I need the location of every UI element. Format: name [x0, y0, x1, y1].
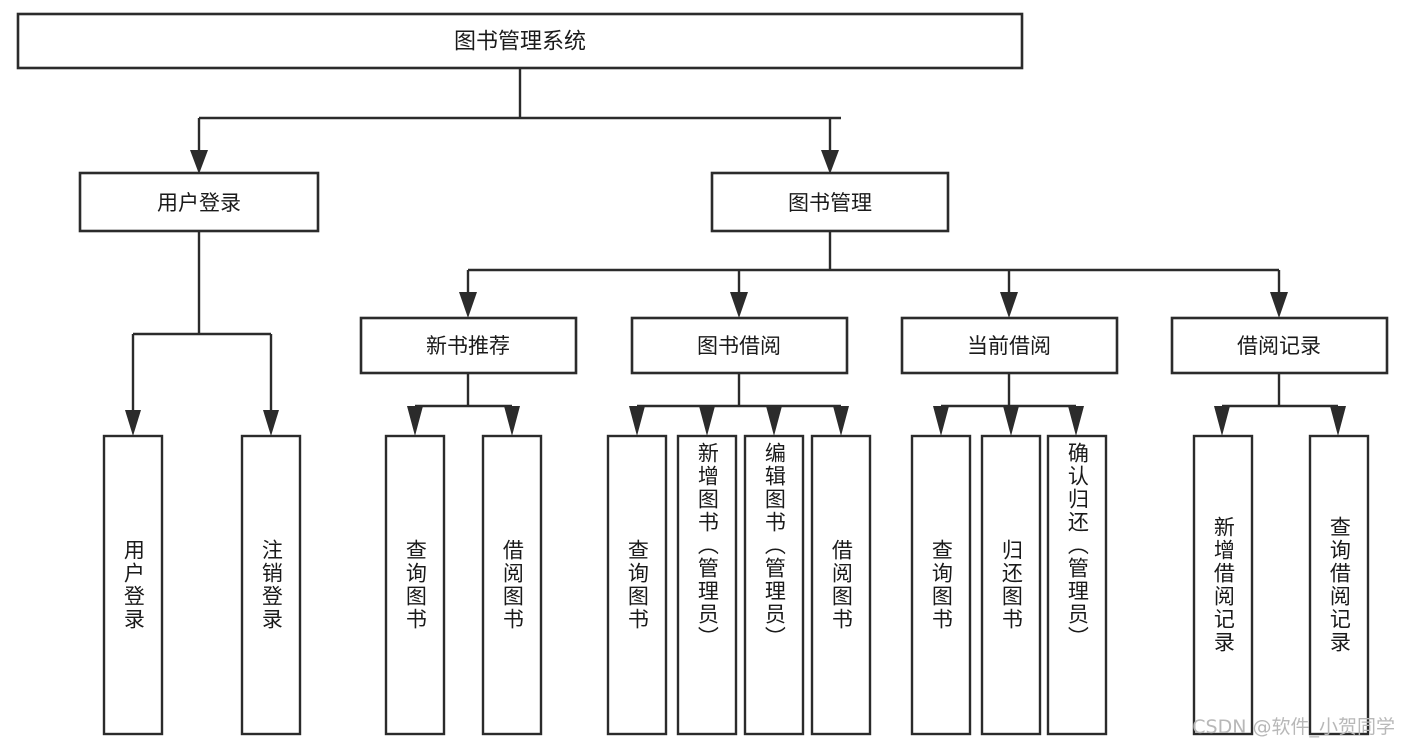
arrow-head-record-b1: [1214, 406, 1230, 436]
arrow-head-borrow-b3: [766, 406, 782, 436]
node-level3-record-box[interactable]: [1170, 316, 1389, 375]
arrow-head-current-b3: [1068, 406, 1084, 436]
leaf-box-1[interactable]: [240, 434, 302, 736]
leaf-box-12[interactable]: [1308, 434, 1370, 736]
arrow-head-root-to-bookmgmt: [821, 150, 839, 174]
arrow-head-borrow-b1: [629, 406, 645, 436]
node-level3-borrow-box[interactable]: [630, 316, 849, 375]
node-level3-newbook-label: 新书推荐: [426, 334, 510, 358]
arrow-head-login-b1: [125, 410, 141, 436]
arrow-head-borrow-b4: [833, 406, 849, 436]
arrow-head-borrow-b2: [699, 406, 715, 436]
node-root-box[interactable]: [16, 12, 1024, 70]
arrow-head-record-b2: [1330, 406, 1346, 436]
node-level2-login-label: 用户登录: [157, 191, 241, 215]
node-level3-current-box[interactable]: [900, 316, 1119, 375]
arrow-head-bookmgmt-c1: [459, 292, 477, 318]
arrow-head-bookmgmt-c3: [1000, 292, 1018, 318]
connector-group-borrow: [629, 373, 849, 436]
arrow-head-current-b1: [933, 406, 949, 436]
connector-group-login: [125, 231, 279, 436]
leaf-box-4[interactable]: [606, 434, 668, 736]
arrow-head-bookmgmt-c4: [1270, 292, 1288, 318]
node-root-label: 图书管理系统: [454, 30, 586, 55]
node-level3-newbook-box[interactable]: [359, 316, 578, 375]
leaf-box-8[interactable]: [910, 434, 972, 736]
connector-group-root: [190, 68, 841, 174]
connector-group-newbook: [407, 373, 520, 436]
leaf-box-6[interactable]: [743, 434, 805, 736]
arrow-head-newbook-b2: [504, 406, 520, 436]
node-level2-bookmgmt-label: 图书管理: [788, 191, 872, 215]
leaf-box-11[interactable]: [1192, 434, 1254, 736]
node-level2-bookmgmt-box[interactable]: [710, 171, 950, 233]
leaf-box-7[interactable]: [810, 434, 872, 736]
node-level3-record-label: 借阅记录: [1237, 334, 1321, 358]
connector-group-record: [1214, 373, 1346, 436]
leaf-box-3[interactable]: [481, 434, 543, 736]
arrow-head-bookmgmt-c2: [730, 292, 748, 318]
arrow-head-root-to-login: [190, 150, 208, 174]
leaf-box-0[interactable]: [102, 434, 164, 736]
arrow-head-newbook-b1: [407, 406, 423, 436]
connector-group-bookmgmt: [459, 231, 1288, 318]
connector-group-current: [933, 373, 1084, 436]
node-level2-login-box[interactable]: [78, 171, 320, 233]
arrow-head-current-b2: [1003, 406, 1019, 436]
node-level3-current-label: 当前借阅: [967, 334, 1051, 358]
node-level3-borrow-label: 图书借阅: [697, 334, 781, 358]
arrow-head-login-b2: [263, 410, 279, 436]
leaf-box-5[interactable]: [676, 434, 738, 736]
leaf-box-9[interactable]: [980, 434, 1042, 736]
leaf-box-10[interactable]: [1046, 434, 1108, 736]
leaf-box-2[interactable]: [384, 434, 446, 736]
